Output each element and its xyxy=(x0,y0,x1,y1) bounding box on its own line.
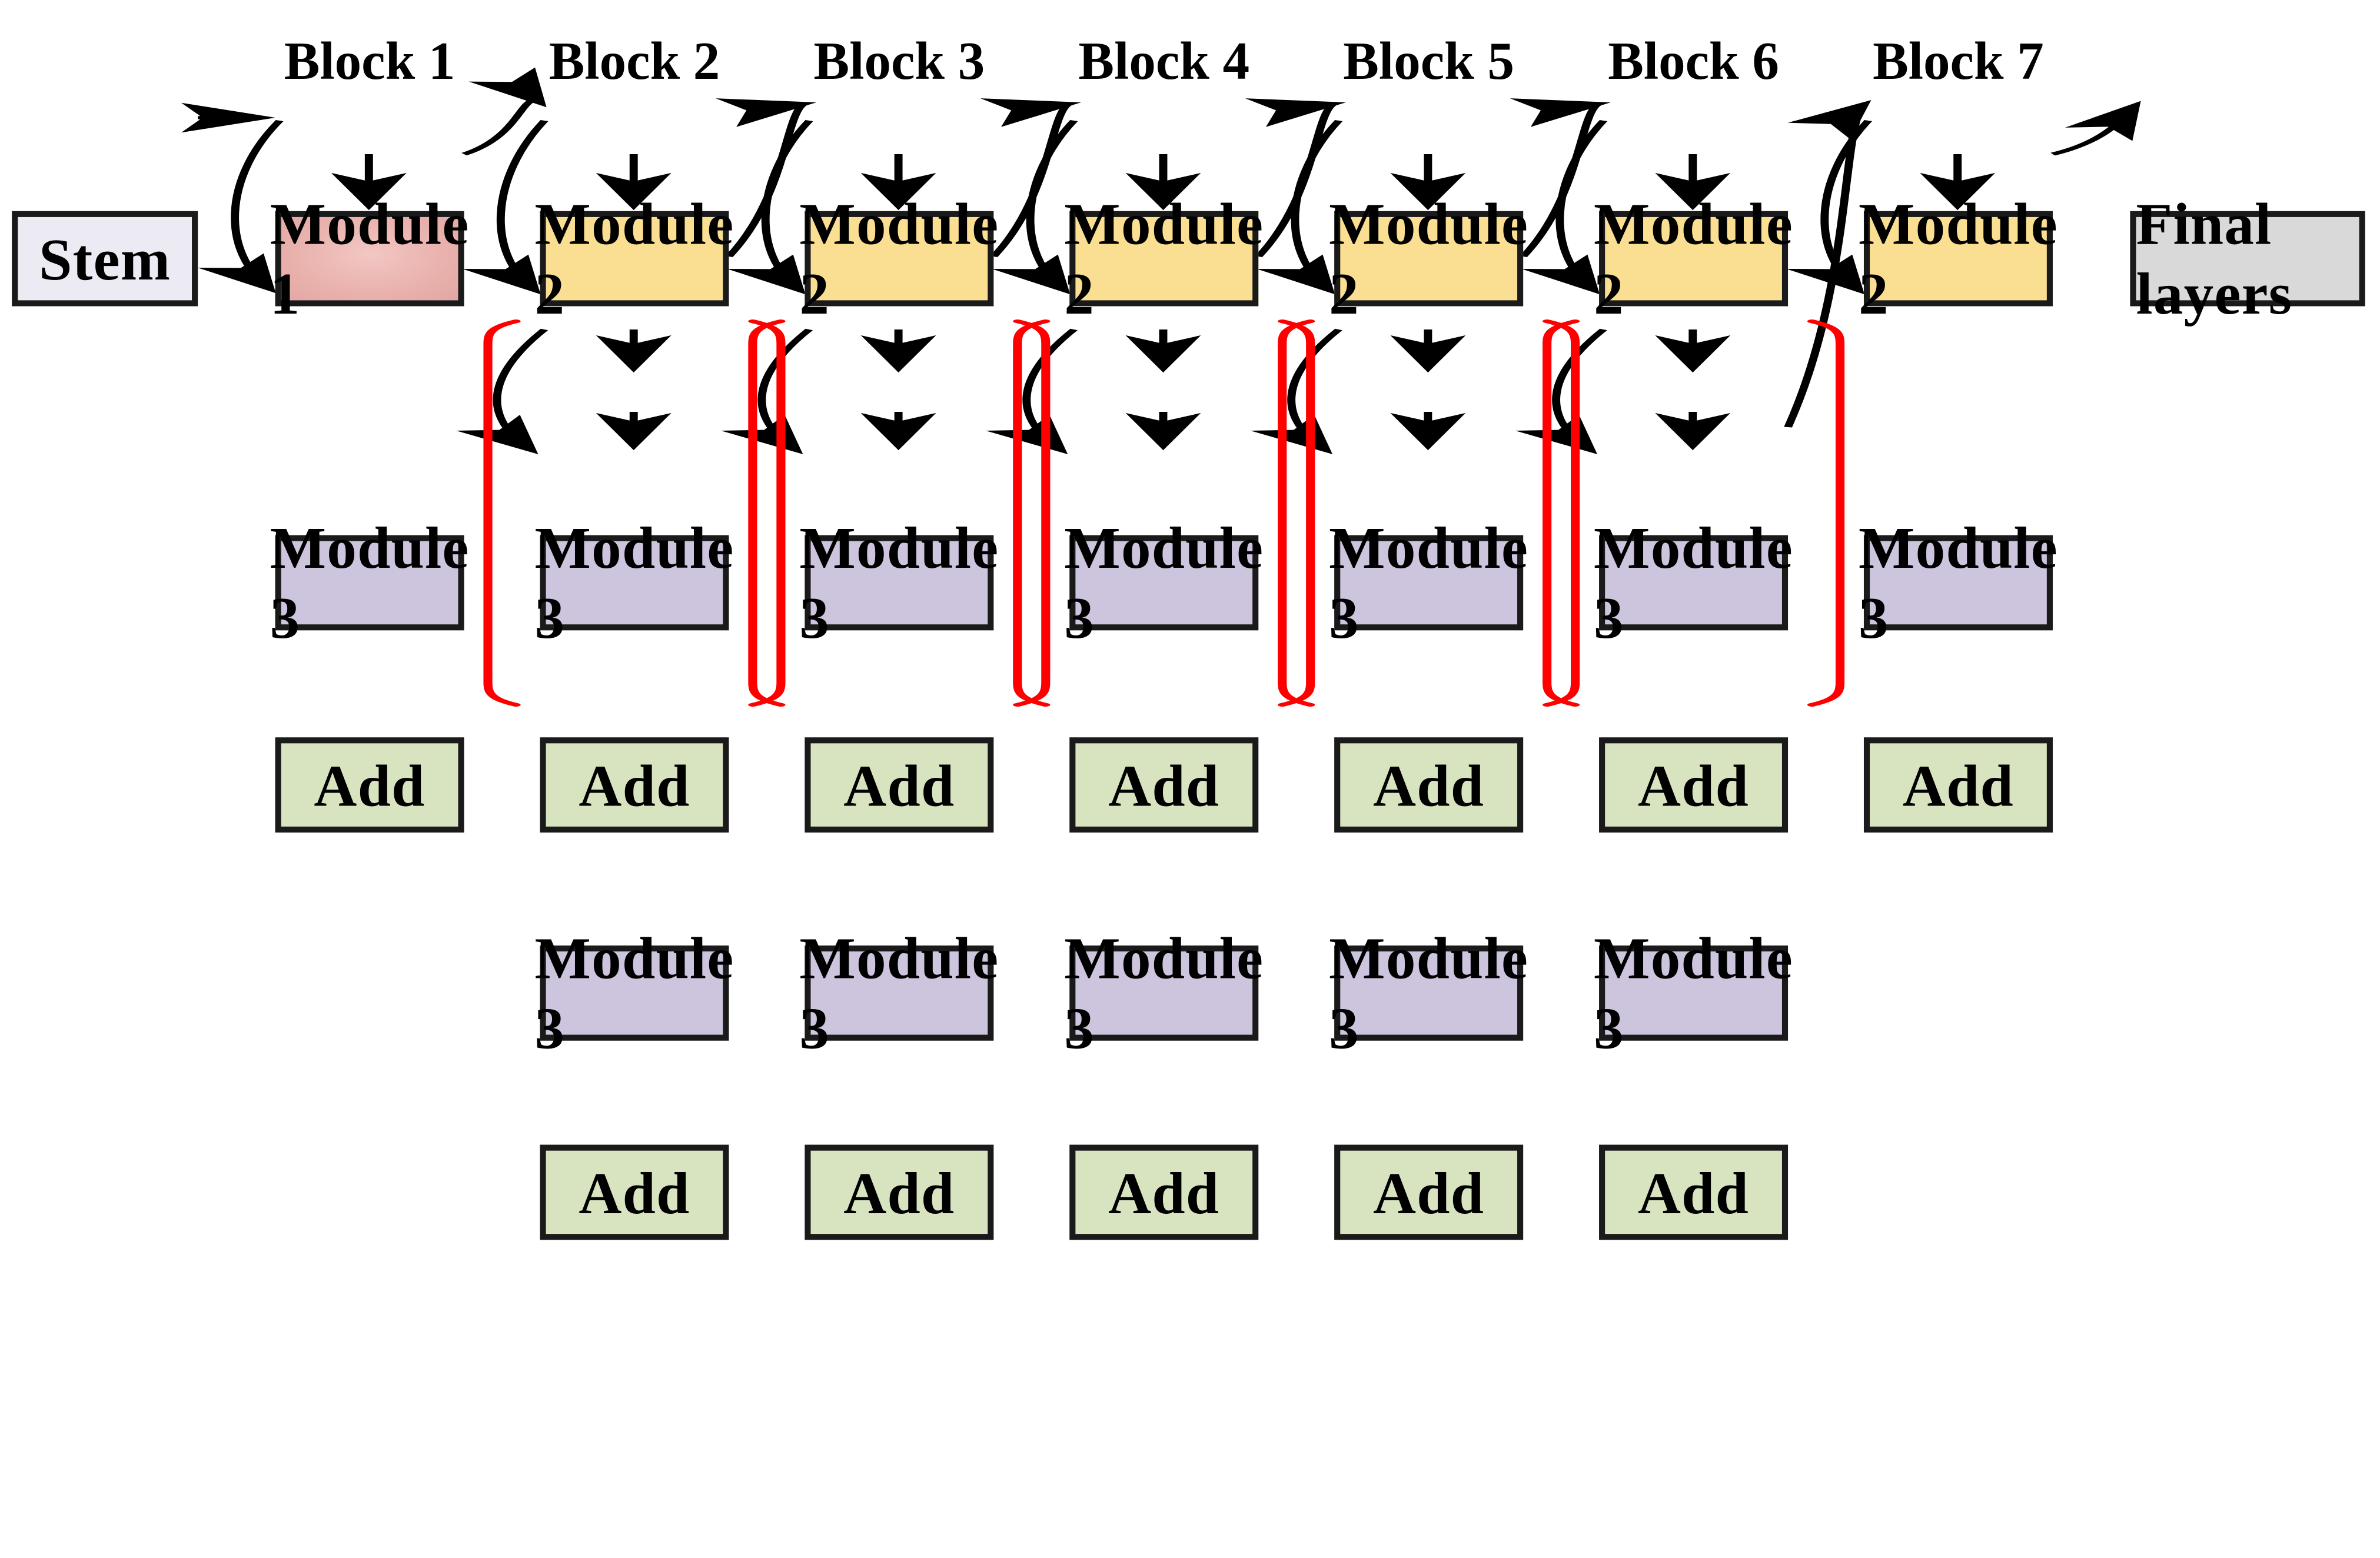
block2-module3-b[interactable]: Module 3 xyxy=(534,924,734,1062)
block7-module2[interactable]: Module 2 xyxy=(1858,190,2058,327)
block2-add-a[interactable]: Add xyxy=(540,737,729,833)
block5-module3-b[interactable]: Module 3 xyxy=(1329,924,1529,1062)
block5-add-b[interactable]: Add xyxy=(1334,1144,1524,1240)
block-header-6: Block 6 xyxy=(1608,31,1779,91)
block3-add-a[interactable]: Add xyxy=(805,737,994,833)
block4-add-b[interactable]: Add xyxy=(1069,1144,1259,1240)
node-final-layers[interactable]: Final layers xyxy=(2130,190,2365,327)
block-header-4: Block 4 xyxy=(1078,31,1250,91)
block4-module2[interactable]: Module 2 xyxy=(1064,190,1264,327)
block6-add-b[interactable]: Add xyxy=(1599,1144,1789,1240)
block5-add-a[interactable]: Add xyxy=(1334,737,1524,833)
block2-module2[interactable]: Module 2 xyxy=(534,190,734,327)
block7-add[interactable]: Add xyxy=(1863,737,2053,833)
block5-module3-a[interactable]: Module 3 xyxy=(1329,514,1529,651)
block1-add[interactable]: Add xyxy=(275,737,464,833)
block3-module3-a[interactable]: Module 3 xyxy=(799,514,999,651)
block6-module2[interactable]: Module 2 xyxy=(1594,190,1794,327)
block3-add-b[interactable]: Add xyxy=(805,1144,994,1240)
block6-module3-a[interactable]: Module 3 xyxy=(1594,514,1794,651)
block6-module3-b[interactable]: Module 3 xyxy=(1594,924,1794,1062)
block2-module3-a[interactable]: Module 3 xyxy=(534,514,734,651)
block-header-7: Block 7 xyxy=(1873,31,2044,91)
network-architecture-diagram: Block 1 Block 2 Block 3 Block 4 Block 5 … xyxy=(12,31,2365,1240)
block3-module3-b[interactable]: Module 3 xyxy=(799,924,999,1062)
block2-add-b[interactable]: Add xyxy=(540,1144,729,1240)
block-header-5: Block 5 xyxy=(1343,31,1514,91)
block6-add-a[interactable]: Add xyxy=(1599,737,1789,833)
block-header-3: Block 3 xyxy=(813,31,985,91)
block5-module2[interactable]: Module 2 xyxy=(1329,190,1529,327)
block-header-1: Block 1 xyxy=(284,31,456,91)
block7-module3[interactable]: Module 3 xyxy=(1858,514,2058,651)
node-stem[interactable]: Stem xyxy=(12,211,198,307)
block4-add-a[interactable]: Add xyxy=(1069,737,1259,833)
block1-module3[interactable]: Module 3 xyxy=(270,514,470,651)
block3-module2[interactable]: Module 2 xyxy=(799,190,999,327)
block-header-2: Block 2 xyxy=(549,31,720,91)
block4-module3-b[interactable]: Module 3 xyxy=(1064,924,1264,1062)
block4-module3-a[interactable]: Module 3 xyxy=(1064,514,1264,651)
connections-layer xyxy=(181,67,2141,707)
block1-module1[interactable]: Module 1 xyxy=(270,190,470,327)
